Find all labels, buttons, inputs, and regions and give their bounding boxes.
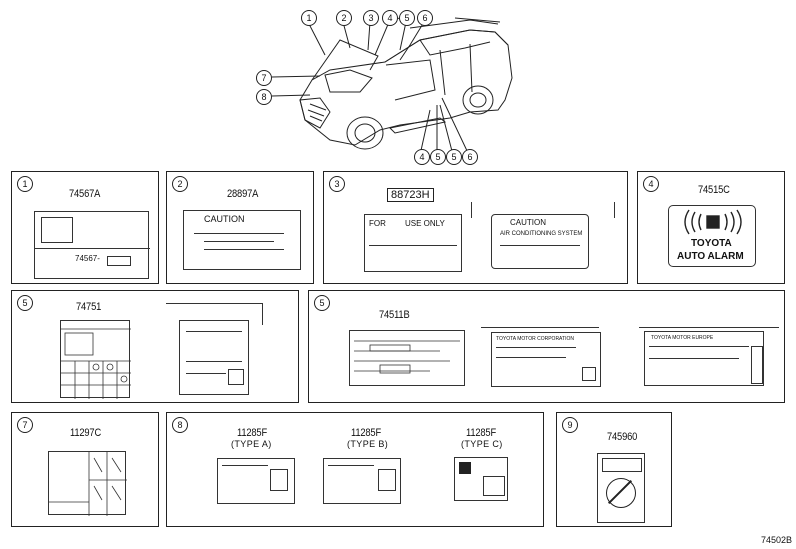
ac-text: AIR CONDITIONING SYSTEM (500, 231, 583, 237)
panel-1: 1 74567A 74567- (11, 171, 159, 284)
panel-number: 5 (314, 295, 330, 311)
callout-7: 7 (256, 70, 272, 86)
panel-5a: 5 74751 (11, 290, 299, 403)
label-type-c (454, 457, 508, 501)
callout-4: 4 (382, 10, 398, 26)
caution-label: CAUTION (183, 210, 301, 270)
part-number: 74567A (69, 188, 101, 200)
label-drawing: 74567- (34, 211, 150, 279)
europe-text: TOYOTA MOTOR EUROPE (651, 335, 714, 341)
prohibition-label (597, 453, 645, 523)
label-text-1: FOR (369, 219, 386, 228)
callout-8: 8 (256, 89, 272, 105)
manufacturer-label: TOYOTA MOTOR CORPORATION (491, 332, 601, 387)
type-c: (TYPE C) (461, 439, 503, 449)
part-number: 74751 (76, 301, 102, 313)
callout-3: 3 (363, 10, 379, 26)
part-number-b: 11285F (351, 427, 382, 439)
label-text-2: USE ONLY (405, 219, 445, 228)
panel-number: 1 (17, 176, 33, 192)
info-label (179, 320, 249, 395)
ac-caution-label: CAUTION AIR CONDITIONING SYSTEM (491, 214, 589, 269)
caution-text: CAUTION (510, 218, 546, 227)
type-a: (TYPE A) (231, 439, 272, 449)
vehicle-illustration (271, 17, 513, 156)
type-b: (TYPE B) (347, 439, 389, 449)
panel-number: 5 (17, 295, 33, 311)
callout-bottom-6: 6 (462, 149, 478, 165)
label-type-b (323, 458, 401, 504)
part-number: 74515C (698, 184, 730, 196)
label-type-a (217, 458, 295, 504)
panel-number: 7 (17, 417, 33, 433)
part-number: 88723H (387, 188, 434, 202)
part-number: 28897A (227, 188, 259, 200)
vin-label (349, 330, 465, 386)
alarm-text: AUTO ALARM (677, 251, 744, 262)
callout-bottom-5b: 5 (446, 149, 462, 165)
panel-number: 2 (172, 176, 188, 192)
alarm-label: TOYOTA AUTO ALARM (668, 205, 756, 267)
panel-number: 3 (329, 176, 345, 192)
part-number-c: 11285F (466, 427, 497, 439)
panel-2: 2 28897A CAUTION (166, 171, 314, 284)
figure-code: 74502B (760, 535, 792, 545)
part-number: 745960 (607, 431, 638, 443)
europe-label: TOYOTA MOTOR EUROPE (644, 331, 764, 386)
warning-label (48, 451, 127, 516)
panel-5b: 5 74511B TOYOTA MOTOR CORPORATION TOYOTA… (308, 290, 785, 403)
part-number-a: 11285F (237, 427, 268, 439)
panel-number: 4 (643, 176, 659, 192)
label-text: 74567- (75, 254, 100, 263)
panel-number: 8 (172, 417, 188, 433)
callout-6: 6 (417, 10, 433, 26)
callout-bottom-4: 4 (414, 149, 430, 165)
panel-9: 9 745960 (556, 412, 672, 527)
spec-label-grid (60, 320, 131, 399)
panel-8: 8 11285F (TYPE A) 11285F (TYPE B) 11285F… (166, 412, 544, 527)
panel-7: 7 11297C (11, 412, 159, 527)
part-number: 74511B (379, 309, 410, 321)
panel-4: 4 74515C TOYOTA AUTO ALARM (637, 171, 785, 284)
caution-text: CAUTION (204, 214, 245, 224)
callout-5: 5 (399, 10, 415, 26)
brand-text: TOYOTA (691, 238, 732, 249)
alarm-wave-icon (684, 209, 742, 235)
panel-3: 3 88723H FOR USE ONLY CAUTION AIR CONDIT… (323, 171, 628, 284)
callout-2: 2 (336, 10, 352, 26)
refrigerant-label: FOR USE ONLY (364, 214, 462, 272)
callout-bottom-5a: 5 (430, 149, 446, 165)
callout-1: 1 (301, 10, 317, 26)
part-number: 11297C (70, 427, 102, 439)
panel-number: 9 (562, 417, 578, 433)
manufacturer-text: TOYOTA MOTOR CORPORATION (496, 336, 574, 342)
